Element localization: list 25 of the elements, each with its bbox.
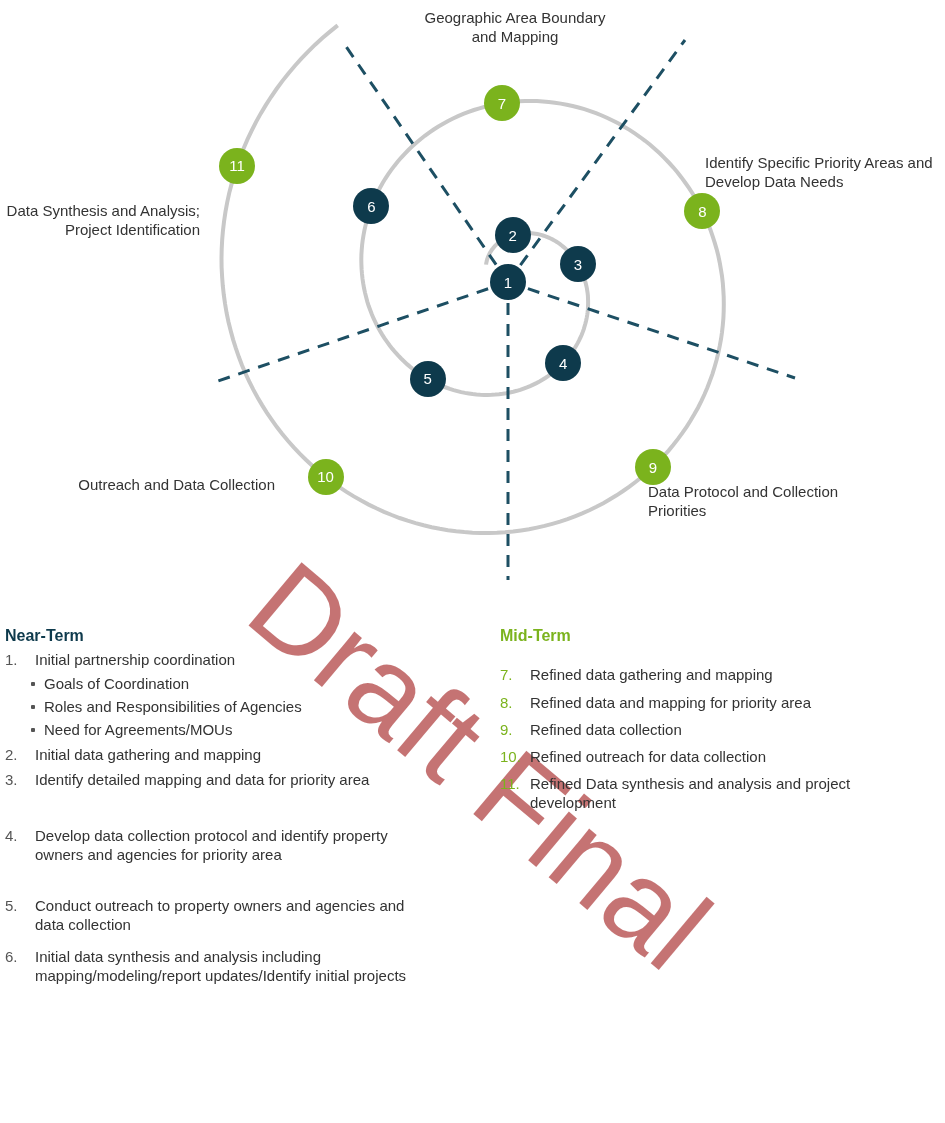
step-circle: 1	[490, 264, 526, 300]
stage-label: Outreach and Data Collection	[77, 475, 275, 494]
step-circle: 5	[409, 360, 446, 397]
list-item: 4. Develop data collection protocol and identify property owners and agencies for priority area	[5, 826, 389, 864]
list-item: 1. Initial partnership coordination	[5, 650, 237, 669]
step-circle: 3	[560, 246, 596, 283]
step-circle: 4	[545, 345, 582, 382]
list-item: 9. Refined data collection	[500, 720, 683, 739]
section-heading: Mid-Term	[500, 626, 572, 645]
step-circle: 8	[684, 193, 721, 230]
stage-label: Geographic Area Boundary and Mapping	[423, 8, 607, 46]
step-circle: 6	[353, 188, 390, 225]
step-circle: 10	[307, 458, 344, 495]
list-item: 5. Conduct outreach to property owners and agencies and data collection	[5, 896, 406, 934]
list-item: 6. Initial data synthesis and analysis including mapping/modeling/report updates/Identify initial projects	[5, 947, 408, 985]
step-circle: 9	[634, 449, 671, 485]
stage-label: Data Protocol and Collection Priorities	[648, 482, 840, 520]
stage-label: Identify Specific Priority Areas and Develop Data Needs	[705, 153, 934, 191]
section-heading: Near-Term	[5, 626, 85, 645]
step-circle: 7	[483, 85, 520, 122]
stage-label: Data Synthesis and Analysis; Project Identification	[5, 201, 200, 239]
step-circle: 2	[494, 217, 531, 254]
step-circle: 11	[219, 147, 256, 184]
list-item: 7. Refined data gathering and mapping	[500, 665, 774, 684]
list-item: 8. Refined data and mapping for priority area	[500, 693, 812, 712]
